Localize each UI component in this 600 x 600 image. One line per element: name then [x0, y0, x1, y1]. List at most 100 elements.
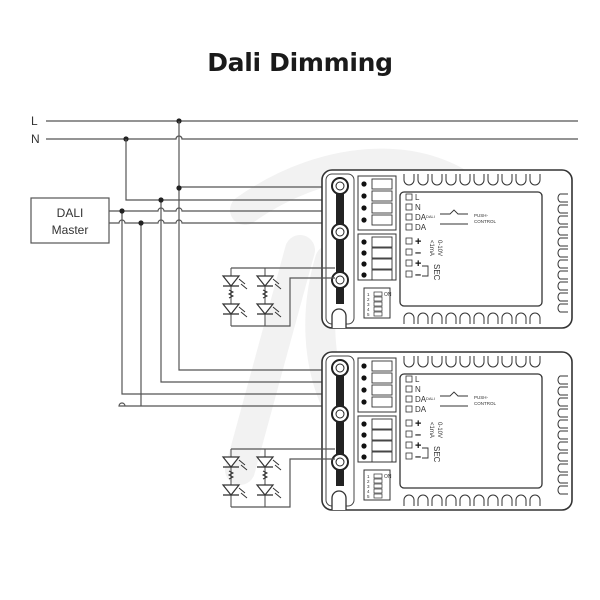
terminal-contact [361, 432, 367, 438]
junction-dot [176, 185, 182, 191]
terminal-slot [371, 429, 393, 441]
terminal-indicator [405, 385, 413, 393]
terminal-label-l: L [415, 375, 420, 384]
terminal-contact [361, 205, 367, 211]
terminal-slot [371, 178, 393, 190]
terminal-contact [361, 399, 367, 405]
cooling-fin [557, 397, 568, 407]
screw-head [335, 363, 345, 373]
output-terminal-label: + [415, 440, 421, 452]
cooling-fin [515, 174, 527, 186]
cooling-fin [403, 312, 415, 324]
driver2-da2-wire [118, 223, 335, 407]
cooling-fin [557, 259, 568, 269]
control-label: CONTROL [474, 219, 496, 224]
terminal-label-da: DA [415, 395, 427, 404]
cooling-fin [557, 193, 568, 203]
terminal-contact [361, 387, 367, 393]
cooling-fin [557, 248, 568, 258]
cooling-fin [473, 312, 485, 324]
terminal-contact [361, 363, 367, 369]
output-terminal-label: + [415, 236, 421, 248]
cooling-fin [487, 356, 499, 368]
terminal-slot [371, 258, 393, 270]
terminal-contact [361, 217, 367, 223]
cooling-fin [515, 494, 527, 506]
sec-label: SEC [432, 264, 441, 281]
dip-number-label: 1 [367, 292, 370, 297]
push-label: PUSH- [474, 395, 489, 400]
voltage-label: 0-10V [436, 422, 442, 438]
terminal-indicator [405, 395, 413, 403]
led-array-2 [221, 448, 335, 508]
terminal-contact [361, 421, 367, 427]
cooling-fin [557, 430, 568, 440]
dali-master-box [30, 197, 110, 244]
cooling-fin [515, 356, 527, 368]
led-light-rays-icon [238, 278, 248, 290]
dali-master-label-2: Master [52, 223, 89, 237]
cooling-fin [557, 303, 568, 313]
terminal-contact [361, 181, 367, 187]
cooling-fin [403, 494, 415, 506]
cooling-fin [403, 174, 415, 186]
led-diode-icon [255, 484, 275, 496]
dip-number-label: 4 [367, 307, 370, 312]
cooling-fin [557, 474, 568, 484]
cooling-fin [445, 174, 457, 186]
screw-head [335, 227, 345, 237]
terminal-slot [371, 236, 393, 248]
terminal-label-da: DA [415, 213, 427, 222]
cooling-fin [501, 356, 513, 368]
screw-head [335, 275, 345, 285]
label-panel [399, 191, 543, 307]
dip-switch-toggle [373, 483, 383, 489]
driver2-l-wire [178, 188, 335, 371]
led-negative-wire [231, 277, 335, 327]
terminal-slot [371, 451, 393, 463]
push-switch-icon [440, 209, 468, 225]
cooling-fin [459, 494, 471, 506]
terminal-indicator [405, 375, 413, 383]
dip-number-label: 2 [367, 479, 370, 484]
driver1-n-wire [125, 139, 335, 201]
current-label: <1mA [428, 422, 434, 438]
led-diode-icon [255, 303, 275, 315]
cooling-fin [417, 174, 429, 186]
cooling-fin [473, 494, 485, 506]
terminal-slot [371, 396, 393, 408]
led-diode-icon [221, 456, 241, 468]
led-diode-icon [255, 275, 275, 287]
cooling-fin [473, 356, 485, 368]
cooling-fin [445, 312, 457, 324]
terminal-indicator [405, 419, 413, 427]
cooling-fin [445, 494, 457, 506]
cooling-fin [487, 494, 499, 506]
cooling-fin [557, 226, 568, 236]
cooling-fin [473, 174, 485, 186]
cooling-fin [501, 494, 513, 506]
dip-number-label: 5 [367, 494, 370, 499]
led-light-rays-icon [238, 487, 248, 499]
dip-switch [363, 469, 391, 501]
dip-switch-toggle [373, 493, 383, 499]
terminal-contact [361, 193, 367, 199]
terminal-indicator [405, 248, 413, 256]
junction-dot [138, 220, 144, 226]
output-terminal-label: – [415, 269, 421, 281]
terminal-label-da: DA [415, 223, 427, 232]
screw-icon [331, 453, 349, 471]
dip-switch-toggle [373, 291, 383, 297]
led-diode-icon [221, 275, 241, 287]
cooling-fin [557, 292, 568, 302]
driver-clamp-bar [336, 186, 344, 304]
screw-head [335, 181, 345, 191]
cooling-fin [557, 281, 568, 291]
led-light-rays-icon [238, 306, 248, 318]
dip-number-label: 3 [367, 302, 370, 307]
terminal-contact [361, 454, 367, 460]
terminal-slot [371, 269, 393, 281]
cooling-fin [431, 356, 443, 368]
cooling-fin [501, 312, 513, 324]
